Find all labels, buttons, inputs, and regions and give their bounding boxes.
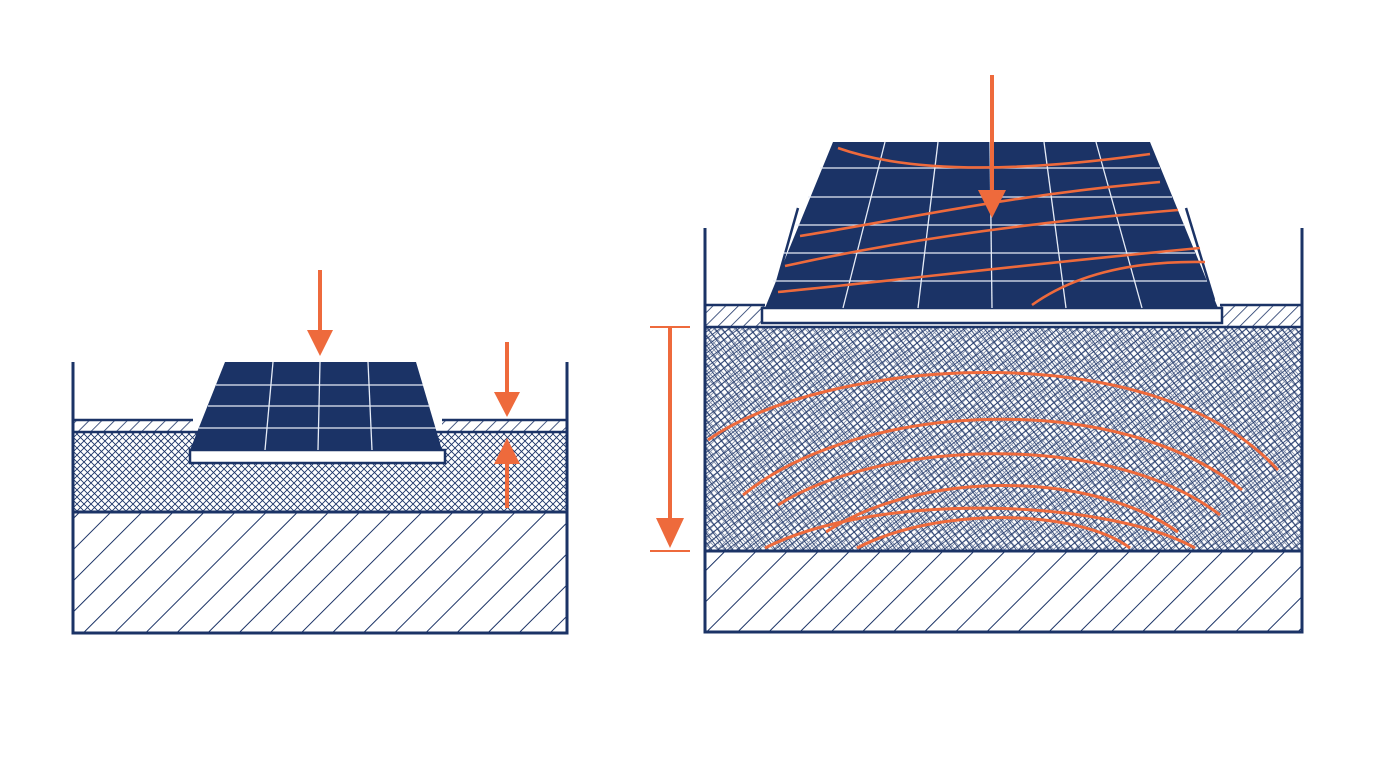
stress-curve bbox=[742, 417, 1243, 497]
right-diagram bbox=[650, 75, 1304, 634]
solar-panel bbox=[188, 361, 447, 465]
panel-crack bbox=[1031, 260, 1206, 307]
mesh-layer-thick-overlay bbox=[705, 327, 1302, 551]
stress-curve bbox=[825, 484, 1179, 534]
panel-crack bbox=[837, 146, 1151, 169]
stress-curve bbox=[764, 506, 1196, 550]
panel-crack bbox=[777, 246, 1201, 294]
panel-crack bbox=[799, 180, 1161, 238]
diagonal-hatch-base bbox=[73, 512, 567, 633]
panel-base bbox=[760, 306, 1224, 325]
top-fill-right-strip bbox=[442, 421, 567, 432]
top-fill-right-strip bbox=[1220, 306, 1302, 327]
layer-thickness-arrow bbox=[650, 326, 690, 552]
panel-base bbox=[188, 448, 447, 465]
downward-arrow-right bbox=[494, 342, 520, 417]
left-diagram bbox=[71, 270, 569, 635]
panel-crack bbox=[784, 208, 1179, 268]
upward-arrow-right bbox=[494, 438, 520, 508]
stress-curve bbox=[707, 371, 1280, 472]
top-fill-left-strip bbox=[73, 421, 193, 432]
stress-curves bbox=[707, 371, 1280, 550]
top-fill-left-strip bbox=[705, 306, 765, 327]
stress-curve bbox=[777, 452, 1221, 517]
container-outline bbox=[71, 362, 569, 635]
panel-cracks bbox=[777, 146, 1206, 307]
panel-grid bbox=[199, 361, 436, 451]
downward-load-arrow bbox=[307, 270, 333, 356]
panel-side-bracket-right bbox=[1184, 207, 1216, 301]
stress-curve bbox=[856, 516, 1131, 550]
downward-load-arrow bbox=[978, 75, 1006, 218]
container-outline bbox=[703, 228, 1304, 634]
diagonal-hatch-base bbox=[705, 551, 1302, 632]
